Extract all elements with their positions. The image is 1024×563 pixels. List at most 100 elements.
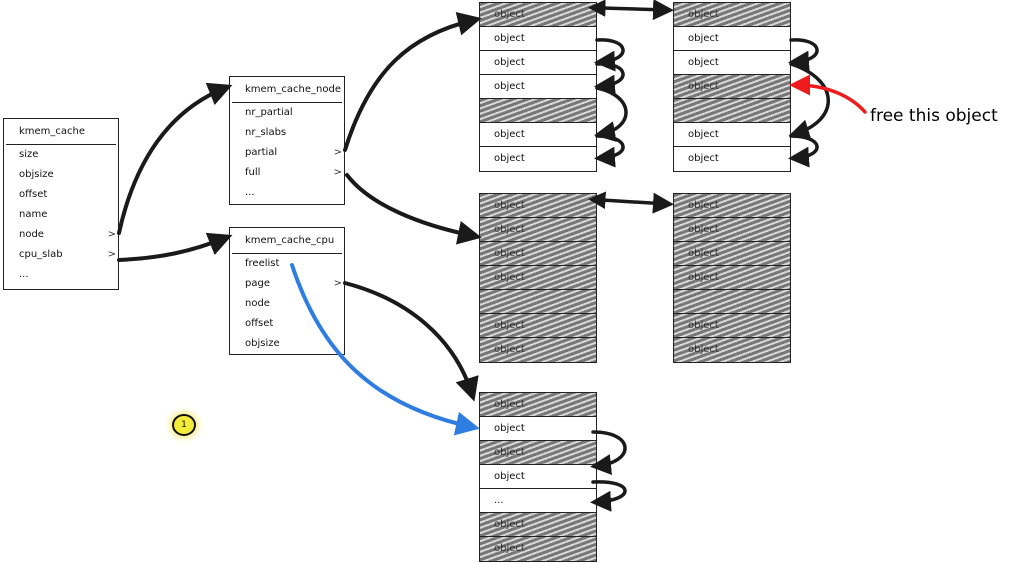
allocated-object: object — [674, 194, 790, 218]
free-object: object — [480, 123, 596, 147]
freechain-link — [788, 134, 819, 168]
struct-field-full: full > — [230, 163, 344, 183]
allocated-object — [674, 290, 790, 314]
object-label: object — [688, 344, 719, 355]
object-label: object — [688, 129, 719, 140]
allocated-object — [480, 290, 596, 314]
allocated-object: object — [480, 441, 596, 465]
partial-slab-2: object object object object object object — [673, 2, 791, 172]
freechain-link — [590, 480, 627, 512]
struct-title: kmem_cache — [6, 119, 116, 145]
allocated-object: object — [674, 314, 790, 338]
freechain-link — [594, 86, 628, 142]
allocated-object: object — [674, 75, 790, 99]
field-label: ... — [245, 187, 255, 198]
allocated-object: object — [480, 314, 596, 338]
full-pointer-arrow — [345, 173, 482, 245]
struct-field-offset: offset — [4, 185, 118, 205]
field-label: cpu_slab — [19, 249, 63, 260]
object-label: object — [494, 81, 525, 92]
struct-field-node: node > — [4, 225, 118, 245]
free-object: object — [480, 147, 596, 171]
full-list-link — [588, 191, 674, 214]
allocated-object: object — [674, 3, 790, 27]
cpu-slab-pointer-arrow — [117, 232, 233, 262]
object-label: object — [494, 248, 525, 259]
free-object: object — [674, 123, 790, 147]
object-label: object — [494, 153, 525, 164]
free-object: object — [480, 27, 596, 51]
allocated-object: object — [480, 242, 596, 266]
allocated-object: object — [480, 194, 596, 218]
pointer-icon: > — [333, 147, 342, 158]
allocated-object: object — [674, 242, 790, 266]
struct-field-nr-slabs: nr_slabs — [230, 123, 344, 143]
free-object: object — [480, 465, 596, 489]
free-object: ... — [480, 489, 596, 513]
field-label: objsize — [245, 338, 280, 349]
struct-field-objsize: objsize — [4, 165, 118, 185]
field-label: page — [245, 278, 270, 289]
object-label: object — [494, 320, 525, 331]
allocated-object: object — [674, 218, 790, 242]
free-object: object — [480, 75, 596, 99]
field-label: full — [245, 167, 261, 178]
pointer-icon: > — [333, 167, 342, 178]
struct-field-nr-partial: nr_partial — [230, 103, 344, 123]
object-label: object — [494, 344, 525, 355]
object-label: object — [688, 9, 719, 20]
field-label: offset — [19, 189, 48, 200]
freechain-link — [788, 62, 830, 140]
struct-field-partial: partial> — [230, 143, 344, 163]
object-label: object — [494, 33, 525, 44]
step-badge[interactable]: 1 — [172, 414, 196, 436]
object-label: object — [688, 200, 719, 211]
struct-field-more: ... — [230, 183, 344, 203]
full-slab-1: object object object object object object — [479, 193, 597, 363]
object-label: object — [494, 519, 525, 530]
object-label: object — [688, 57, 719, 68]
object-label: object — [688, 153, 719, 164]
field-label: nr_partial — [245, 107, 293, 118]
struct-field-page: page > — [230, 274, 344, 294]
object-label: object — [494, 272, 525, 283]
node-pointer-arrow — [117, 82, 233, 235]
struct-field-offset: offset — [230, 314, 344, 334]
pointer-icon: > — [107, 229, 116, 240]
freechain-link — [594, 62, 625, 96]
pointer-icon: > — [333, 278, 342, 289]
free-object: object — [480, 417, 596, 441]
pointer-icon: > — [107, 249, 116, 260]
free-object: object — [674, 147, 790, 171]
object-label: object — [494, 423, 525, 434]
free-object: object — [674, 27, 790, 51]
field-label: size — [19, 149, 39, 160]
field-label: offset — [245, 318, 274, 329]
free-object-arrow — [789, 74, 867, 114]
struct-field-freelist: freelist — [230, 254, 344, 274]
free-object: object — [480, 51, 596, 75]
full-slab-2: object object object object object object — [673, 193, 791, 363]
allocated-object: object — [480, 393, 596, 417]
object-label: object — [494, 129, 525, 140]
field-label: node — [245, 298, 270, 309]
struct-field-name: name — [4, 205, 118, 225]
allocated-object: object — [674, 266, 790, 290]
freechain-link — [594, 38, 625, 72]
object-label: object — [494, 57, 525, 68]
field-label: node — [19, 229, 44, 240]
struct-title: kmem_cache_cpu — [232, 228, 342, 254]
struct-field-more: ... — [4, 265, 118, 285]
object-label: object — [688, 248, 719, 259]
allocated-object — [674, 99, 790, 123]
allocated-object: object — [480, 513, 596, 537]
object-label: ... — [494, 495, 504, 506]
struct-field-objsize: objsize — [230, 334, 344, 354]
object-label: object — [494, 224, 525, 235]
freechain-link — [590, 430, 627, 475]
